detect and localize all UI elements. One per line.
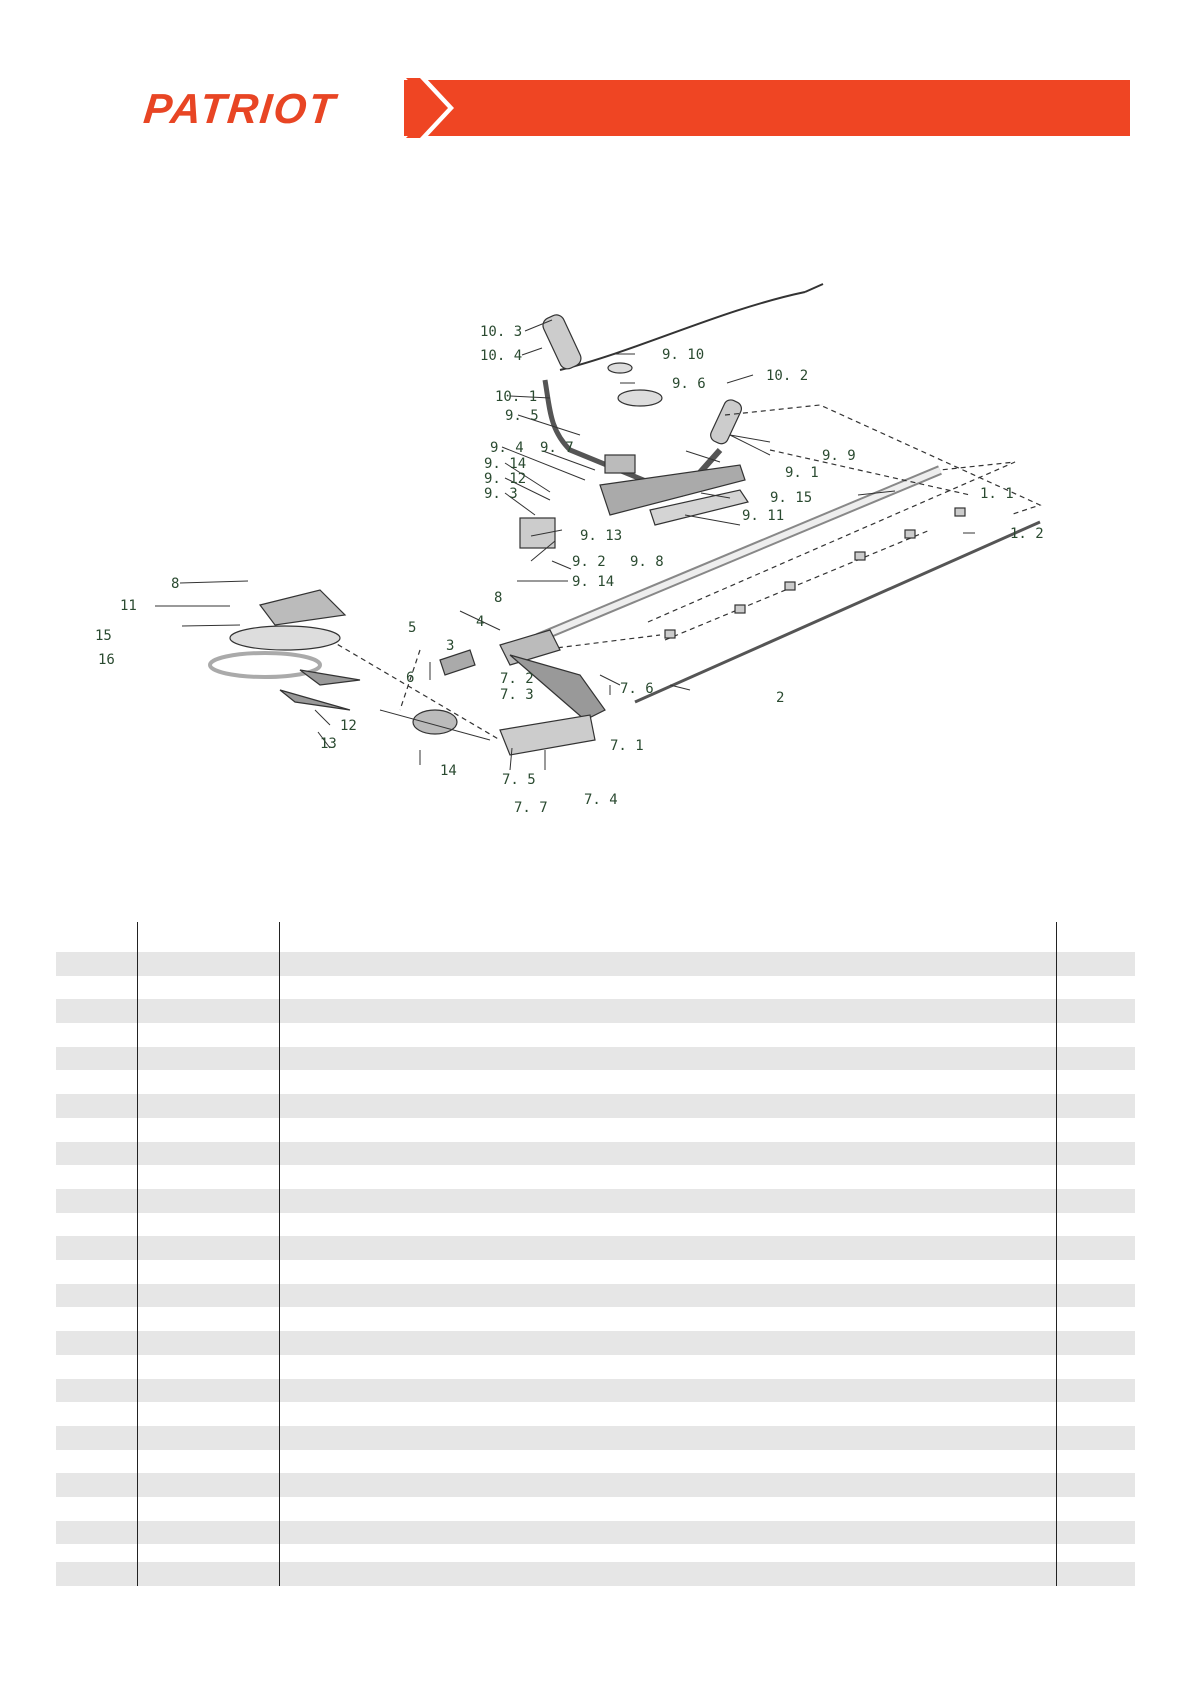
callout-9-13: 9. 13 [580,528,622,544]
callout-10-2: 10. 2 [766,368,808,384]
callout-9-2: 9. 2 [572,554,606,570]
chevron-icon [406,78,454,138]
table-row [56,1046,1135,1071]
callout-2: 2 [776,690,784,706]
callout-9-5: 9. 5 [505,408,539,424]
page-header: PATRIOT [0,0,1191,160]
column-divider [1056,922,1057,1586]
callout-7-3: 7. 3 [500,687,534,703]
callout-7-2: 7. 2 [500,671,534,687]
exploded-parts-diagram: 10. 3 10. 4 9. 10 9. 6 10. 2 10. 1 9. 5 … [80,270,1140,880]
callout-7-5: 7. 5 [502,772,536,788]
callout-9-14-top: 9. 14 [484,456,526,472]
table-row [56,1094,1135,1118]
table-row [56,1562,1135,1586]
callout-10-1: 10. 1 [495,389,537,405]
table-row [56,1141,1135,1166]
callout-8-left: 8 [171,576,179,592]
callout-7-1: 7. 1 [610,738,644,754]
callout-9-4: 9. 4 [490,440,524,456]
callout-10-3: 10. 3 [480,324,522,340]
callout-7-6: 7. 6 [620,681,654,697]
table-row [56,1236,1135,1261]
callout-1-2: 1. 2 [1010,526,1044,542]
callout-4: 4 [476,614,484,630]
table-row [56,1331,1135,1355]
callout-15: 15 [95,628,112,644]
table-row [56,1520,1135,1545]
callout-5: 5 [408,620,416,636]
callout-9-1: 9. 1 [785,465,819,481]
callout-12: 12 [340,718,357,734]
callout-9-14-bottom: 9. 14 [572,574,614,590]
column-divider [279,922,280,1586]
column-divider [137,922,138,1586]
table-row [56,1473,1135,1498]
callout-7-7: 7. 7 [514,800,548,816]
callout-10-4: 10. 4 [480,348,522,364]
callout-9-9: 9. 9 [822,448,856,464]
callout-11: 11 [120,598,137,614]
callout-6: 6 [406,670,414,686]
callout-9-12: 9. 12 [484,471,526,487]
table-row [56,1426,1135,1450]
callout-9-15: 9. 15 [770,490,812,506]
callout-9-3: 9. 3 [484,486,518,502]
callout-1-1: 1. 1 [980,486,1014,502]
callout-9-6: 9. 6 [672,376,706,392]
callout-leaders [155,319,975,771]
callout-9-8: 9. 8 [630,554,664,570]
callout-9-10: 9. 10 [662,347,704,363]
table-row [56,1283,1135,1308]
table-row [56,952,1135,976]
callout-9-11: 9. 11 [742,508,784,524]
table-row [56,1189,1135,1213]
callout-13: 13 [320,736,337,752]
callout-16: 16 [98,652,115,668]
parts-table [56,922,1135,1586]
brand-bar [404,80,1130,136]
table-row [56,1378,1135,1403]
callout-9-7: 9. 7 [540,440,574,456]
patriot-logo: PATRIOT [141,85,339,132]
callout-3: 3 [446,638,454,654]
callout-8-right: 8 [494,590,502,606]
callout-14: 14 [440,763,457,779]
callout-7-4: 7. 4 [584,792,618,808]
table-row [56,999,1135,1024]
